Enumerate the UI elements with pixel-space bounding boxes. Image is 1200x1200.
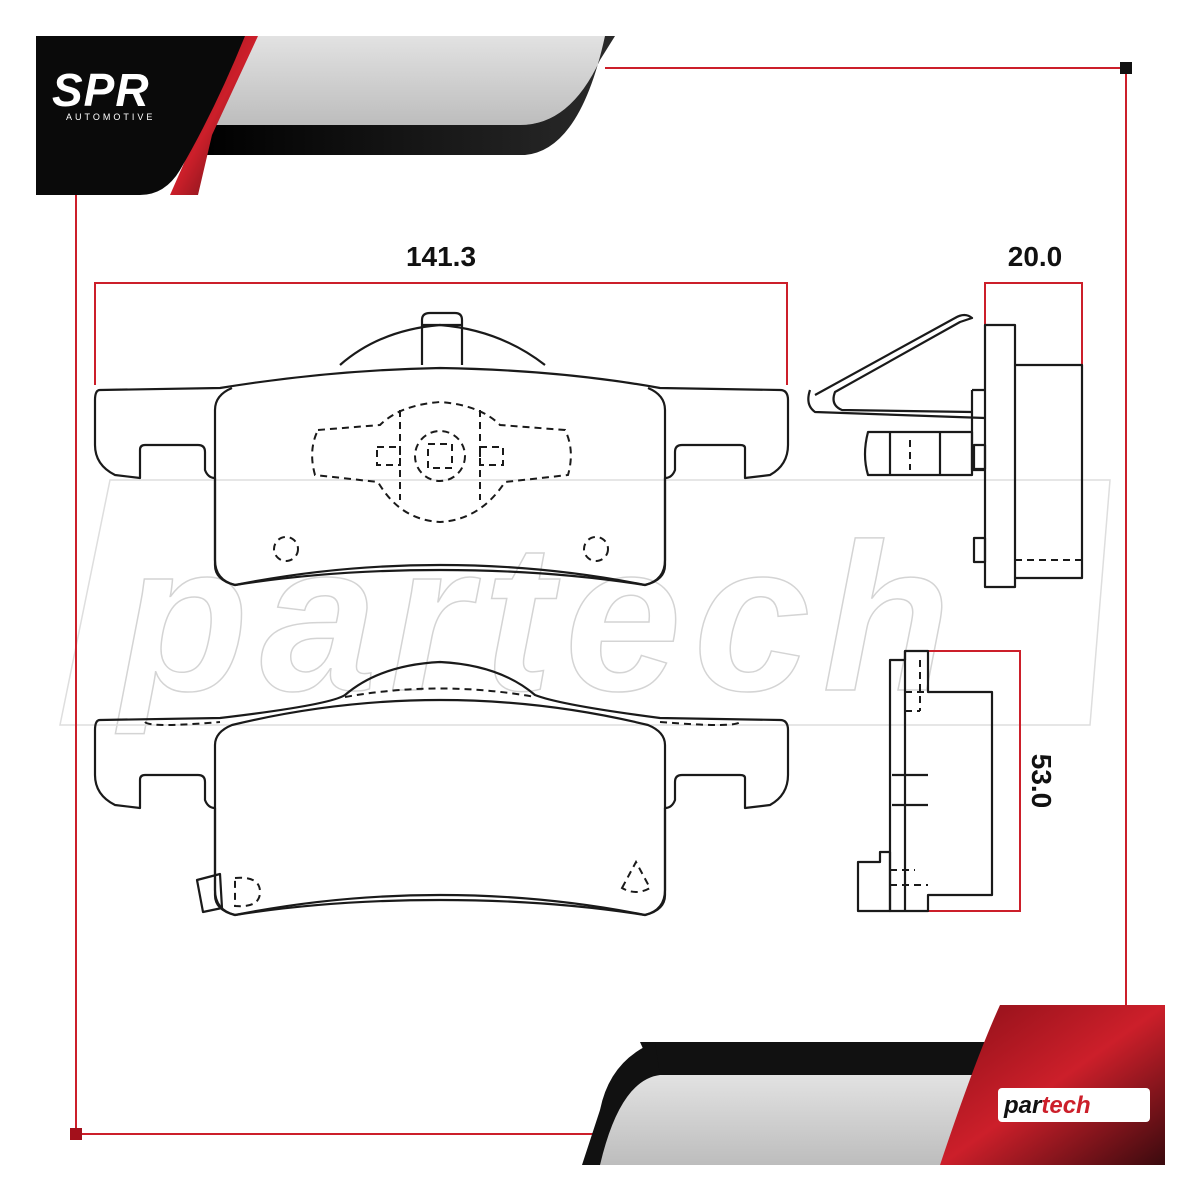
- watermark-text: partech: [115, 500, 963, 735]
- spr-logo-sub: AUTOMOTIVE: [66, 112, 155, 122]
- dimension-thickness-label: 20.0: [1008, 241, 1063, 272]
- brake-pad-front-view: [93, 311, 790, 587]
- top-banner: SPR AUTOMOTIVE: [36, 36, 615, 195]
- partech-logo-badge: [998, 1088, 1150, 1122]
- watermark: partech: [59, 479, 1111, 736]
- bottom-banner: partech: [582, 1005, 1165, 1165]
- brake-pad-side-view-lower: [856, 649, 994, 913]
- partech-logo-left: par: [1003, 1092, 1043, 1119]
- dimension-thickness: 20.0: [984, 241, 1083, 365]
- corner-marker-top-right: [1120, 62, 1132, 74]
- brake-pad-rear-view: [93, 660, 790, 917]
- brake-pad-side-view-upper: [807, 313, 1084, 589]
- spr-logo: SPR: [52, 64, 150, 116]
- frame-lines: [70, 62, 1132, 1140]
- corner-marker-bottom-left: [70, 1128, 82, 1140]
- svg-text:partech: partech: [1003, 1092, 1091, 1119]
- dimension-height: 53.0: [928, 650, 1057, 912]
- dimension-width: 141.3: [94, 241, 788, 385]
- partech-logo-right: tech: [1041, 1092, 1090, 1119]
- dimension-height-label: 53.0: [1026, 754, 1057, 809]
- dimension-width-label: 141.3: [406, 241, 476, 272]
